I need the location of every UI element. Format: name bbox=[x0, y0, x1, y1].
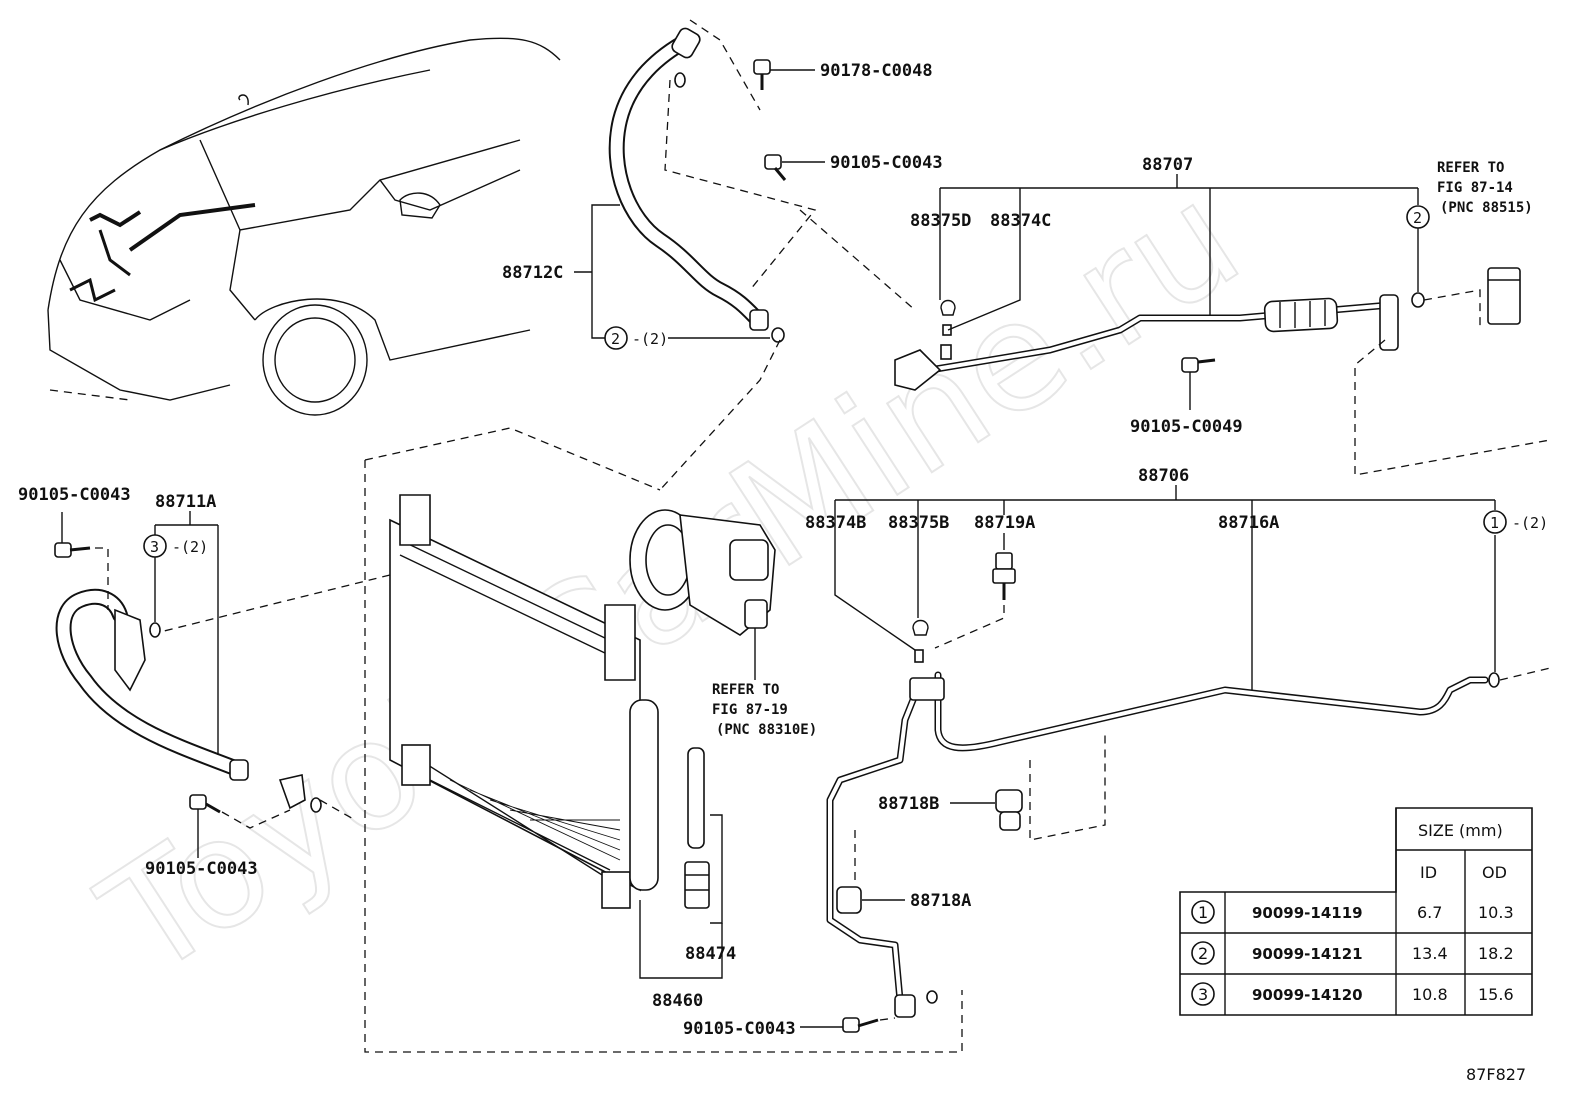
label-88707: 88707 bbox=[1142, 155, 1193, 175]
refer-mid-3: (PNC 88310E) bbox=[716, 722, 817, 738]
refer-mid-1: REFER TO bbox=[712, 682, 779, 698]
label-88374C: 88374C bbox=[990, 211, 1051, 231]
table-header-size: SIZE (mm) bbox=[1418, 821, 1503, 840]
label-ring-qty-right: -(2) bbox=[1512, 514, 1548, 532]
clamp-88718B[interactable] bbox=[995, 789, 1023, 831]
label-88719A: 88719A bbox=[974, 513, 1035, 533]
refer-top-3: (PNC 88515) bbox=[1440, 200, 1533, 216]
bolt-90105-C0043-left[interactable] bbox=[54, 542, 91, 558]
label-90105-C0043-bottom: 90105-C0043 bbox=[683, 1019, 796, 1039]
circle-3-left: 3 bbox=[150, 538, 159, 556]
vehicle-location-sketch bbox=[47, 37, 561, 416]
refer-mid-2: FIG 87-19 bbox=[712, 702, 788, 718]
table-row: 3 90099-14120 10.8 15.6 bbox=[1191, 982, 1514, 1006]
clamp-88718A[interactable] bbox=[836, 886, 862, 914]
label-88711A: 88711A bbox=[155, 492, 216, 512]
label-90105-C0049: 90105-C0049 bbox=[1130, 417, 1243, 437]
table-header-od: OD bbox=[1482, 863, 1507, 882]
bolt-90105-C0049[interactable] bbox=[1181, 357, 1216, 373]
filter-88474[interactable] bbox=[684, 747, 710, 909]
compressor bbox=[629, 509, 776, 636]
expansion-valve bbox=[1487, 267, 1521, 325]
table-row-2-part: 90099-14121 bbox=[1252, 945, 1363, 963]
label-88716A: 88716A bbox=[1218, 513, 1279, 533]
label-88712C: 88712C bbox=[502, 263, 563, 283]
label-90105-C0043-bottom-left: 90105-C0043 bbox=[145, 859, 258, 879]
circle-2-top-right: 2 bbox=[1413, 209, 1422, 227]
bolt-90178-C0048[interactable] bbox=[753, 59, 771, 90]
suction-hose-88712C[interactable] bbox=[608, 26, 785, 343]
condenser-assembly[interactable] bbox=[389, 494, 659, 909]
label-ring-qty-top-left: -(2) bbox=[632, 330, 668, 348]
table-row-3-part: 90099-14120 bbox=[1252, 986, 1363, 1004]
pipe-88707[interactable] bbox=[894, 292, 1425, 391]
table-row-2-num: 2 bbox=[1198, 944, 1208, 963]
label-ring-qty-left: -(2) bbox=[172, 538, 208, 556]
label-88375B: 88375B bbox=[888, 513, 949, 533]
pressure-sensor-88719A[interactable] bbox=[992, 552, 1016, 600]
table-row: 2 90099-14121 13.4 18.2 bbox=[1191, 941, 1514, 965]
label-88460: 88460 bbox=[652, 991, 703, 1011]
label-88706: 88706 bbox=[1138, 466, 1189, 486]
table-row-3-num: 3 bbox=[1198, 985, 1208, 1004]
refer-top-2: FIG 87-14 bbox=[1437, 180, 1513, 196]
discharge-hose-88711A[interactable] bbox=[55, 588, 322, 813]
table-row-1-part: 90099-14119 bbox=[1252, 904, 1363, 922]
label-88474: 88474 bbox=[685, 944, 736, 964]
table-row: 1 90099-14119 6.7 10.3 bbox=[1191, 900, 1514, 924]
circle-2-top-left: 2 bbox=[611, 330, 620, 348]
bolt-90105-C0043-bottom-left[interactable] bbox=[189, 794, 221, 814]
label-90178-C0048: 90178-C0048 bbox=[820, 61, 933, 81]
refer-top-1: REFER TO bbox=[1437, 160, 1504, 176]
label-90105-C0043-left: 90105-C0043 bbox=[18, 485, 131, 505]
table-header-id: ID bbox=[1420, 863, 1437, 882]
label-88718A: 88718A bbox=[910, 891, 971, 911]
pipe-88706[interactable] bbox=[826, 671, 1500, 1004]
label-88375D: 88375D bbox=[910, 211, 971, 231]
table-row-1-od: 10.3 bbox=[1478, 903, 1514, 922]
bolt-90105-C0043-top[interactable] bbox=[764, 154, 787, 181]
table-row-1-num: 1 bbox=[1198, 903, 1208, 922]
table-row-3-id: 10.8 bbox=[1412, 985, 1448, 1004]
table-row-3-od: 15.6 bbox=[1478, 985, 1514, 1004]
figure-code: 87F827 bbox=[1466, 1065, 1526, 1084]
label-88374B: 88374B bbox=[805, 513, 866, 533]
table-row-1-id: 6.7 bbox=[1417, 903, 1442, 922]
table-row-2-id: 13.4 bbox=[1412, 944, 1448, 963]
bolt-90105-C0043-bottom[interactable] bbox=[842, 1017, 879, 1033]
o-ring-size-table: SIZE (mm) ID OD 1 90099-14119 6.7 10.3 2… bbox=[1179, 807, 1533, 1016]
label-88718B: 88718B bbox=[878, 794, 939, 814]
table-row-2-od: 18.2 bbox=[1478, 944, 1514, 963]
label-90105-C0043-top: 90105-C0043 bbox=[830, 153, 943, 173]
circle-1-right: 1 bbox=[1490, 514, 1499, 532]
